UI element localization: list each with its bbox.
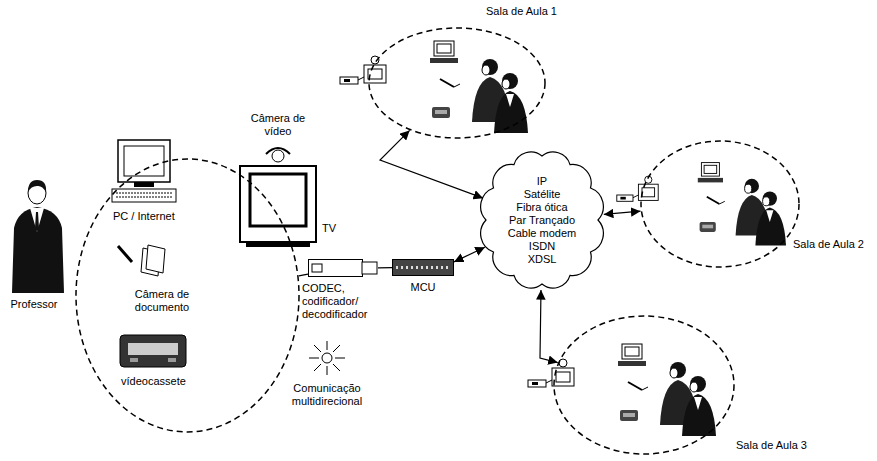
connector [604, 211, 641, 214]
codec-body [309, 260, 363, 277]
document [146, 245, 165, 273]
connector [380, 130, 483, 198]
professor-body [12, 207, 64, 293]
node-label: Câmera de documento [129, 288, 195, 314]
classroom-illustration [617, 163, 786, 246]
video-camera [272, 150, 284, 162]
professor-hair [28, 180, 46, 192]
classroom-circle: Sala de Aula 2 [640, 140, 800, 268]
node-label: Satélite [476, 188, 608, 201]
pc-base [134, 182, 154, 187]
ray [335, 358, 345, 359]
mcu-port [426, 266, 428, 269]
mcu-port [411, 266, 413, 269]
mcu-port [446, 266, 448, 269]
node-label: Cable modem [476, 227, 608, 240]
vcr-slot [128, 343, 178, 355]
keyboard [112, 189, 176, 202]
mcu-port [401, 266, 403, 269]
connector [378, 267, 392, 268]
ray [327, 366, 328, 375]
node-label: Sala de Aula 3 [736, 439, 816, 452]
tv [240, 166, 316, 242]
dashed-circle [76, 159, 299, 432]
caption-label: Comunicação multidirecional [277, 382, 377, 408]
mcu-port [421, 266, 423, 269]
node-outline [308, 259, 378, 277]
mcu-port [416, 266, 418, 269]
dashed-circle [369, 28, 545, 138]
dashed-circle [554, 316, 734, 454]
classroom-illustration [528, 344, 716, 436]
ray [327, 341, 328, 350]
codec-box: CODEC, codificador/ decodificador [308, 259, 378, 277]
ray [333, 364, 340, 371]
mcu-box: MCU [392, 259, 454, 276]
codec-panel [312, 264, 322, 272]
node-label: MCU [392, 281, 454, 294]
ray [333, 345, 340, 352]
mcu-port [441, 266, 443, 269]
pc-screen [124, 146, 164, 176]
tv-label: TV [322, 222, 352, 235]
node-label: PC / Internet [113, 210, 185, 223]
node-outline [640, 140, 800, 268]
mcu-port [436, 266, 438, 269]
pc-monitor [118, 140, 170, 182]
mcu-port [396, 266, 398, 269]
sun-center [322, 353, 332, 363]
classroom-circle: Sala de Aula 3 [553, 315, 735, 455]
teacher-site-circle: ProfessorPC / InternetCâmera de document… [75, 158, 300, 433]
professor-shirt [30, 208, 44, 232]
node-label: Professor [3, 298, 65, 311]
node-label: Sala de Aula 2 [793, 238, 873, 251]
node-outline [553, 315, 735, 455]
dashed-circle [641, 141, 799, 267]
connector [454, 247, 485, 262]
keys [116, 193, 172, 197]
mcu-port [431, 266, 433, 269]
node-label: Par Trançado [476, 214, 608, 227]
node-label: IP [476, 175, 608, 188]
mcu-port [406, 266, 408, 269]
classroom-illustration [340, 41, 528, 133]
mcu-body [393, 260, 454, 276]
pen [118, 246, 132, 262]
connector [540, 290, 558, 363]
network-cloud: IPSatéliteFibra óticaPar TrançadoCable m… [476, 146, 608, 294]
node-label: XDSL [476, 253, 608, 266]
professor-tie [35, 212, 39, 232]
connector [299, 274, 308, 276]
codec-module [362, 262, 377, 274]
ray [314, 345, 321, 352]
vcr [120, 335, 186, 367]
node-outline [368, 27, 546, 139]
node-label: ISDN [476, 240, 608, 253]
video-camera-ring [266, 148, 290, 154]
sun-rays [309, 341, 345, 375]
classroom-circle: Sala de Aula 1 [368, 27, 546, 139]
node-label: Sala de Aula 1 [486, 5, 576, 18]
tv-base [246, 242, 310, 247]
node-label: vídeocassete [121, 375, 201, 388]
vcr-button [168, 358, 176, 362]
ray [309, 358, 319, 359]
node-label: CODEC, codificador/ decodificador [302, 282, 384, 321]
camera-label: Câmera de vídeo [246, 112, 310, 138]
tv-screen [250, 174, 306, 226]
node-outline [392, 259, 454, 276]
node-label: Fibra ótica [476, 201, 608, 214]
ray [314, 364, 321, 371]
vcr-button [130, 358, 138, 362]
